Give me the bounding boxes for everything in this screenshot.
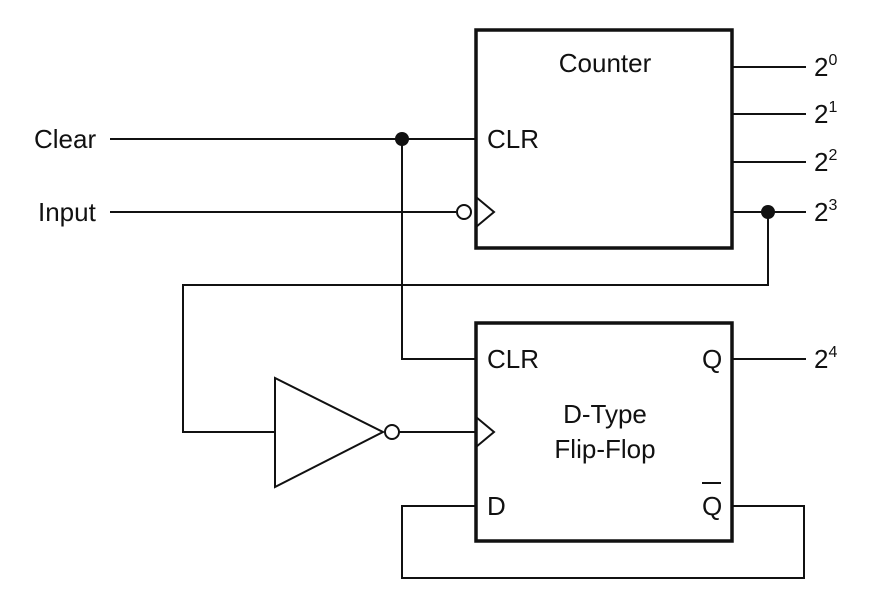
- counter-clock-triangle: [475, 196, 496, 228]
- ff-clock-triangle: [475, 416, 496, 448]
- clear-to-ff-wire: [401, 139, 476, 360]
- ff-title-line1: D-Type: [563, 399, 647, 429]
- flipflop-block: [474, 321, 734, 543]
- output-label-2-1: 21: [814, 99, 837, 129]
- counter-clr-label: CLR: [487, 124, 539, 154]
- input-label: Input: [38, 197, 97, 227]
- inverter-gate: [274, 376, 386, 489]
- output-label-2-4: 24: [814, 344, 837, 374]
- ff-q-label: Q: [702, 344, 722, 374]
- inverter-bubble: [384, 424, 400, 440]
- output-label-2-3: 23: [814, 197, 837, 227]
- qbar-to-d-wire: [401, 505, 805, 579]
- ff-clr-label: CLR: [487, 344, 539, 374]
- counter-title: Counter: [559, 48, 652, 78]
- output-label-2-0: 20: [814, 52, 837, 82]
- output-label-2-2: 22: [814, 147, 837, 177]
- clear-label: Clear: [34, 124, 96, 154]
- feedback-wire: [182, 212, 769, 433]
- input-inversion-bubble: [456, 204, 472, 220]
- ff-d-label: D: [487, 491, 506, 521]
- ff-title-line2: Flip-Flop: [554, 434, 655, 464]
- counter-block: [474, 28, 734, 250]
- ff-qbar-label: Q: [702, 491, 722, 521]
